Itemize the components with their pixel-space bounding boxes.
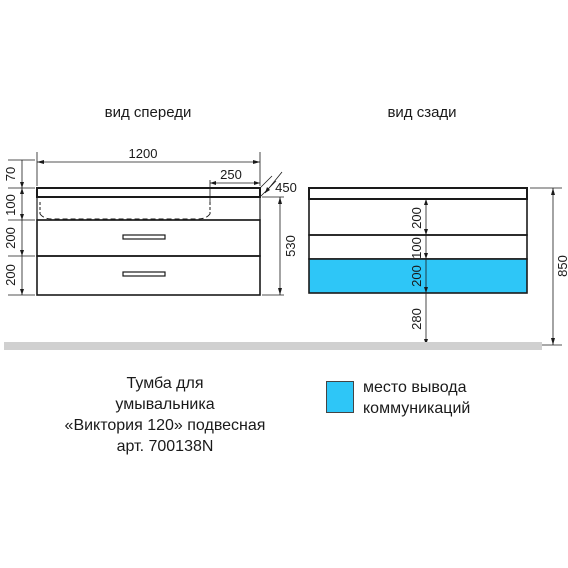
front-left-200-top-label: 200 xyxy=(3,227,18,249)
front-left-70-label: 70 xyxy=(3,167,18,181)
legend-line-1: место вывода xyxy=(363,379,467,396)
front-top-panel xyxy=(36,196,261,221)
back-total-height-label: 850 xyxy=(555,255,568,277)
caption-line-1: Тумба для xyxy=(126,375,204,392)
front-sink-offset-label: 250 xyxy=(220,167,242,182)
back-floor-offset-label: 280 xyxy=(409,308,424,330)
back-view-title: вид сзади xyxy=(387,104,456,121)
back-section-bottom-label: 200 xyxy=(409,265,424,287)
front-left-dimension-chain xyxy=(8,159,35,296)
front-depth-dimension xyxy=(259,171,283,198)
product-caption: Тумба для умывальника «Виктория 120» под… xyxy=(0,373,330,457)
back-section-middle-label: 100 xyxy=(409,237,424,259)
legend-swatch xyxy=(326,381,354,413)
front-handle-lower xyxy=(122,271,166,277)
front-width-dimension xyxy=(36,152,261,186)
back-view xyxy=(308,187,528,294)
back-inner-dimensions xyxy=(424,199,428,345)
caption-line-2: умывальника xyxy=(115,396,215,413)
back-countertop xyxy=(308,187,528,200)
front-sink-outline xyxy=(39,213,211,220)
back-section-top-label: 200 xyxy=(409,207,424,229)
front-width-label: 1200 xyxy=(129,146,158,161)
legend-line-2: коммуникаций xyxy=(363,400,471,417)
legend-text: место вывода коммуникаций xyxy=(363,377,470,419)
front-left-100-label: 100 xyxy=(3,194,18,216)
front-left-200-bottom-label: 200 xyxy=(3,264,18,286)
front-height-label: 530 xyxy=(283,235,298,257)
front-handle-upper xyxy=(122,234,166,240)
front-depth-label: 450 xyxy=(275,180,297,195)
caption-line-3: «Виктория 120» подвесная xyxy=(64,417,266,434)
front-countertop xyxy=(36,187,261,198)
front-sink-offset-dimension xyxy=(209,180,260,202)
front-drawer-lower xyxy=(36,255,261,296)
back-communication-zone xyxy=(308,258,528,294)
caption-line-4: арт. 700138N xyxy=(116,438,214,455)
front-height-dimension xyxy=(262,196,284,296)
front-view xyxy=(36,187,261,296)
front-view-title: вид спереди xyxy=(105,104,192,121)
floor-line xyxy=(4,342,542,350)
